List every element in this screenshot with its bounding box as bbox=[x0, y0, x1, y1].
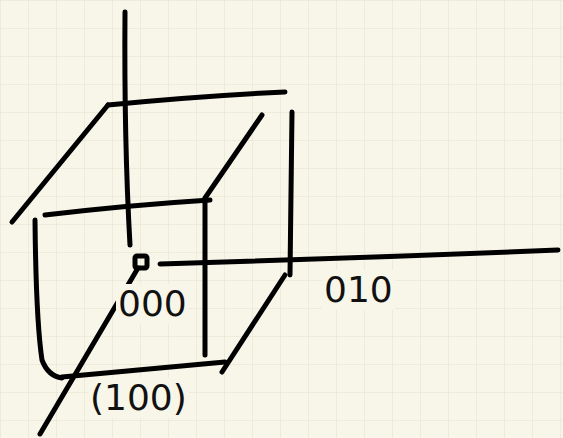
y-axis bbox=[160, 250, 558, 264]
point-label: 000 bbox=[116, 284, 189, 324]
cube-edge bbox=[12, 105, 108, 222]
point-label: (100) bbox=[88, 378, 189, 418]
point-label: 010 bbox=[322, 270, 395, 310]
cube-edge bbox=[108, 92, 285, 105]
z-axis bbox=[125, 12, 130, 245]
cube-edge bbox=[35, 220, 62, 378]
cube-edge bbox=[203, 200, 208, 355]
cube-edge bbox=[62, 362, 225, 377]
cube-edge bbox=[205, 115, 262, 198]
cube-edge bbox=[222, 275, 285, 372]
origin-point bbox=[135, 256, 147, 268]
cube-edge bbox=[45, 200, 210, 215]
cube-edge bbox=[290, 112, 292, 275]
